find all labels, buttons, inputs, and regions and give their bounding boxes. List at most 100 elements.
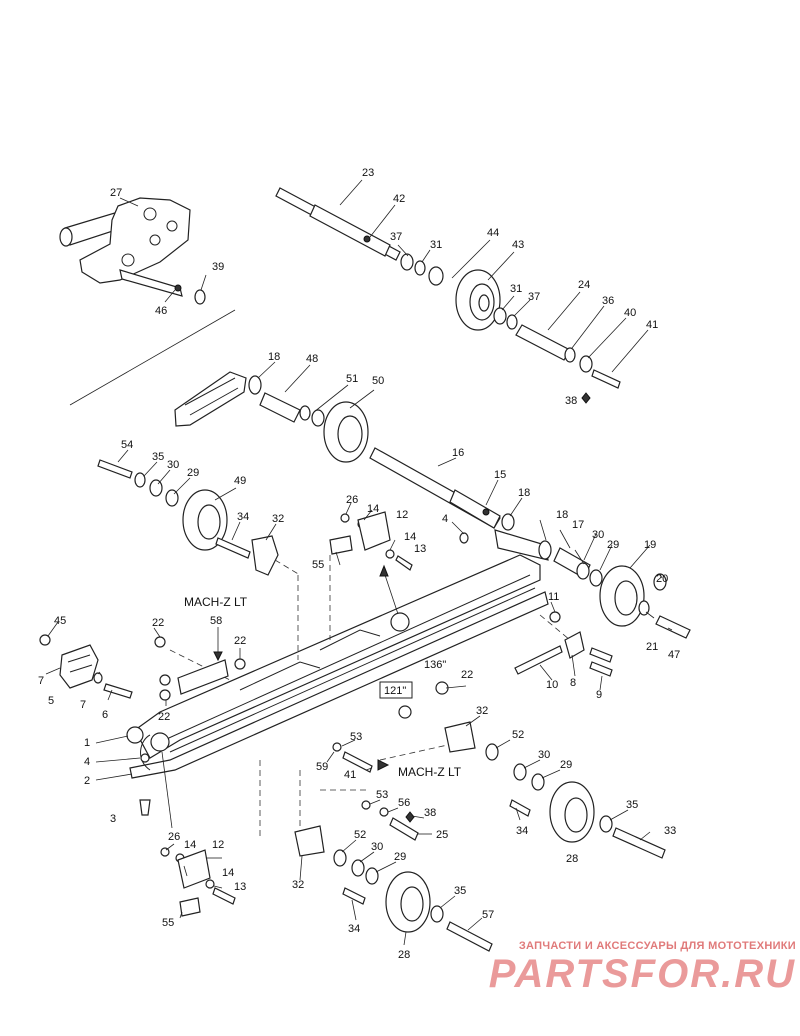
label-18-b: 18 <box>518 487 530 499</box>
label-14-c: 14 <box>184 839 196 851</box>
label-6: 6 <box>102 709 108 721</box>
length-121-box <box>379 681 413 699</box>
label-31-a: 31 <box>430 239 442 251</box>
label-41-b: 41 <box>344 769 356 781</box>
guide-line <box>69 309 236 406</box>
label-29-b: 29 <box>607 539 619 551</box>
label-18-c: 18 <box>556 509 568 521</box>
label-18-a: 18 <box>268 351 280 363</box>
label-41-a: 41 <box>646 319 658 331</box>
label-27: 27 <box>110 187 122 199</box>
center-bolts <box>332 742 419 841</box>
upper-shaft <box>275 187 621 404</box>
label-38-b: 38 <box>424 807 436 819</box>
label-53-a: 53 <box>350 731 362 743</box>
label-7-a: 7 <box>38 675 44 687</box>
label-40: 40 <box>624 307 636 319</box>
label-35-b: 35 <box>626 799 638 811</box>
watermark: ЗАПЧАСТИ И АКСЕССУАРЫ ДЛЯ МОТОТЕХНИКИ PA… <box>486 940 796 996</box>
watermark-logo: PARTSFOR.RU <box>488 952 796 996</box>
label-36: 36 <box>602 295 614 307</box>
label-42: 42 <box>393 193 405 205</box>
label-5: 5 <box>48 695 54 707</box>
label-11: 11 <box>548 591 559 603</box>
label-57: 57 <box>482 909 494 921</box>
label-34-a: 34 <box>237 511 249 523</box>
label-24: 24 <box>578 279 590 291</box>
label-1: 1 <box>84 737 90 749</box>
label-37-b: 37 <box>528 291 540 303</box>
label-30-a: 30 <box>167 459 179 471</box>
label-47: 47 <box>668 649 680 661</box>
callout-mach-z-lt-bottom: MACH-Z LT <box>398 765 462 779</box>
label-54: 54 <box>121 439 133 451</box>
label-25: 25 <box>436 829 448 841</box>
label-9: 9 <box>596 689 602 701</box>
label-22-d: 22 <box>461 669 473 681</box>
label-30-b: 30 <box>592 529 604 541</box>
label-30-d: 30 <box>371 841 383 853</box>
label-29-c: 29 <box>560 759 572 771</box>
label-32-a: 32 <box>272 513 284 525</box>
label-21: 21 <box>646 641 658 653</box>
label-29-d: 29 <box>394 851 406 863</box>
label-55-a: 55 <box>312 559 324 571</box>
label-13-a: 13 <box>414 543 426 555</box>
lower-idler-group <box>294 825 493 952</box>
length-136: 136" <box>424 659 446 671</box>
label-4-a: 4 <box>442 513 448 525</box>
label-32-c: 32 <box>292 879 304 891</box>
label-50: 50 <box>372 375 384 387</box>
label-44: 44 <box>487 227 499 239</box>
label-56: 56 <box>398 797 410 809</box>
label-15: 15 <box>494 469 506 481</box>
label-7-b: 7 <box>80 699 86 711</box>
label-28-a: 28 <box>566 853 578 865</box>
label-14-d: 14 <box>222 867 234 879</box>
label-33: 33 <box>664 825 676 837</box>
label-22-b: 22 <box>234 635 246 647</box>
label-22-a: 22 <box>152 617 164 629</box>
lower-right-idler-group <box>444 721 666 859</box>
label-58: 58 <box>210 615 222 627</box>
label-14-b: 14 <box>404 531 416 543</box>
label-35-c: 35 <box>454 885 466 897</box>
label-10: 10 <box>546 679 558 691</box>
callout-mach-z-lt-top: MACH-Z LT <box>184 595 248 609</box>
stopper-block-bottom <box>160 847 236 917</box>
swing-arm-upper <box>59 197 206 305</box>
label-32-b: 32 <box>476 705 488 717</box>
label-48: 48 <box>306 353 318 365</box>
label-2: 2 <box>84 775 90 787</box>
label-16: 16 <box>452 447 464 459</box>
label-30-c: 30 <box>538 749 550 761</box>
label-45: 45 <box>54 615 66 627</box>
label-49: 49 <box>234 475 246 487</box>
label-43: 43 <box>512 239 524 251</box>
label-35-a: 35 <box>152 451 164 463</box>
label-12-b: 12 <box>212 839 224 851</box>
label-3: 3 <box>110 813 116 825</box>
label-28-b: 28 <box>398 949 410 961</box>
label-34-c: 34 <box>348 923 360 935</box>
label-14-a: 14 <box>367 503 379 515</box>
label-52-b: 52 <box>354 829 366 841</box>
slide-rail <box>126 554 549 779</box>
label-31-b: 31 <box>510 283 522 295</box>
rear-arm-assembly <box>174 371 369 463</box>
label-46: 46 <box>155 305 167 317</box>
front-bumper <box>39 634 151 816</box>
label-19: 19 <box>644 539 656 551</box>
label-13-b: 13 <box>234 881 246 893</box>
middle-shaft <box>369 447 691 639</box>
label-59: 59 <box>316 761 328 773</box>
length-121: 121" <box>384 685 406 697</box>
leader-lines <box>45 179 673 946</box>
label-38-a: 38 <box>565 395 577 407</box>
label-37-a: 37 <box>390 231 402 243</box>
label-23: 23 <box>362 167 374 179</box>
label-26-b: 26 <box>168 831 180 843</box>
label-26-a: 26 <box>346 494 358 506</box>
label-51: 51 <box>346 373 358 385</box>
front-bracket <box>154 636 449 719</box>
